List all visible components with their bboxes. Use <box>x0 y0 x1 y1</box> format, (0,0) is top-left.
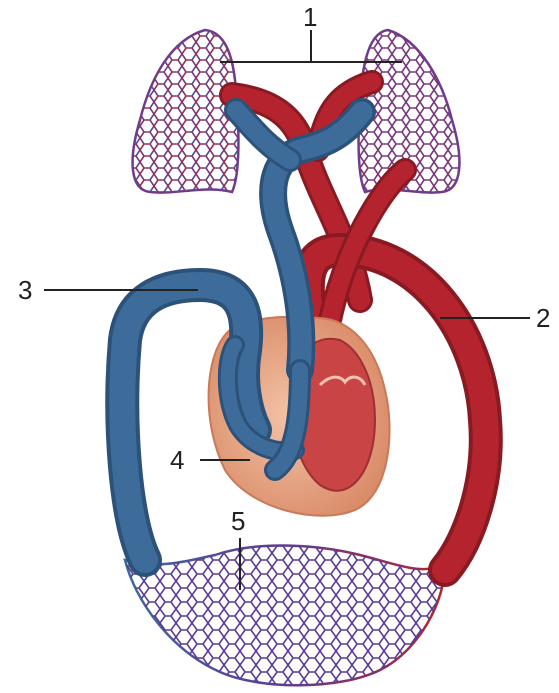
systemic-capillary-bed <box>125 546 445 686</box>
label-5: 5 <box>231 508 245 534</box>
label-2: 2 <box>536 305 550 331</box>
label-3: 3 <box>18 277 32 303</box>
label-4: 4 <box>170 447 184 473</box>
left-lung <box>133 30 239 193</box>
label-1: 1 <box>303 4 317 30</box>
